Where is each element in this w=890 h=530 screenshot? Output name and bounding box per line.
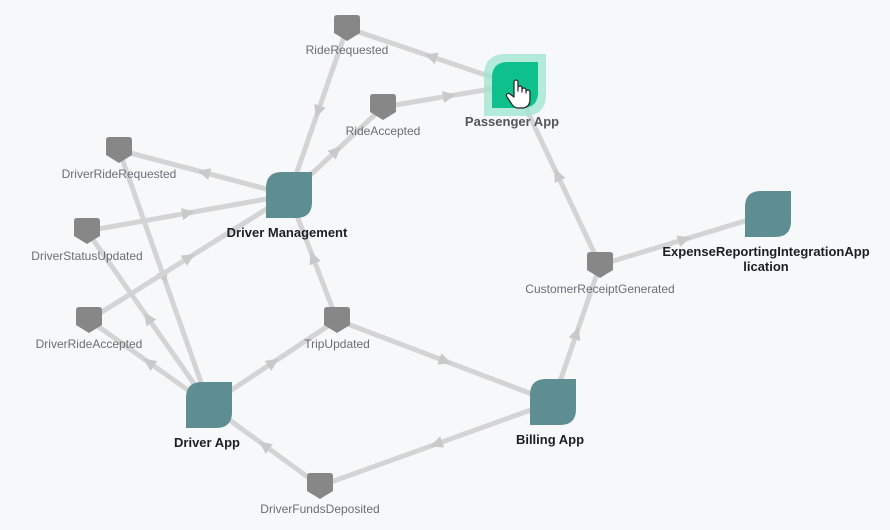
arrow-billing-app-to-customer-receipt-generated bbox=[568, 326, 581, 342]
arrow-ride-requested-to-driver-management bbox=[314, 103, 326, 119]
arrow-driver-management-to-ride-accepted bbox=[327, 146, 342, 160]
arrow-passenger-app-to-ride-requested bbox=[424, 52, 439, 65]
driver-app-app-node[interactable] bbox=[186, 382, 232, 428]
customer-receipt-generated-label: CustomerReceiptGenerated bbox=[525, 282, 675, 296]
driver-ride-accepted-event-node[interactable] bbox=[76, 307, 102, 333]
ride-requested-label: RideRequested bbox=[305, 43, 389, 57]
arrow-trip-updated-to-driver-management bbox=[309, 250, 321, 266]
trip-updated-event-node[interactable] bbox=[324, 307, 350, 333]
driver-ride-accepted-label: DriverRideAccepted bbox=[35, 337, 143, 351]
arrow-driver-management-to-driver-ride-requested bbox=[197, 168, 212, 180]
arrow-trip-updated-to-billing-app bbox=[437, 353, 452, 365]
arrow-driver-app-to-driver-status-updated bbox=[143, 312, 157, 327]
expense-reporting-label-line1: ExpenseReportingIntegrationApp bbox=[662, 244, 870, 259]
arrow-driver-app-to-trip-updated bbox=[264, 358, 279, 371]
arrow-customer-receipt-generated-to-passenger-app bbox=[554, 168, 566, 183]
driver-ride-requested-event-node[interactable] bbox=[106, 137, 132, 163]
hand-pointer-icon bbox=[505, 79, 531, 109]
driver-funds-deposited-label: DriverFundsDeposited bbox=[260, 502, 380, 516]
driver-app-label: Driver App bbox=[174, 435, 240, 450]
ride-accepted-event-node[interactable] bbox=[370, 94, 396, 120]
driver-funds-deposited-event-node[interactable] bbox=[307, 473, 333, 499]
ride-accepted-label: RideAccepted bbox=[345, 124, 421, 138]
billing-app-label: Billing App bbox=[515, 432, 585, 447]
arrow-driver-app-to-driver-ride-accepted bbox=[143, 358, 158, 371]
arrow-driver-funds-deposited-to-driver-app bbox=[258, 441, 273, 454]
expense-reporting-app-node[interactable] bbox=[745, 191, 791, 237]
driver-management-label: Driver Management bbox=[226, 225, 348, 240]
arrow-ride-accepted-to-passenger-app bbox=[442, 91, 456, 103]
billing-app-app-node[interactable] bbox=[530, 379, 576, 425]
arrow-driver-status-updated-to-driver-management bbox=[181, 208, 195, 220]
driver-status-updated-event-node[interactable] bbox=[74, 218, 100, 244]
customer-receipt-generated-event-node[interactable] bbox=[587, 252, 613, 278]
arrow-customer-receipt-generated-to-expense-reporting bbox=[676, 235, 691, 247]
ride-requested-event-node[interactable] bbox=[334, 15, 360, 41]
arrow-billing-app-to-driver-funds-deposited bbox=[429, 436, 445, 448]
driver-management-app-node[interactable] bbox=[266, 172, 312, 218]
driver-status-updated-label: DriverStatusUpdated bbox=[31, 249, 143, 263]
trip-updated-label: TripUpdated bbox=[304, 337, 370, 351]
passenger-app-label: Passenger App bbox=[464, 114, 560, 129]
arrow-driver-ride-accepted-to-driver-management bbox=[180, 253, 195, 266]
driver-ride-requested-label: DriverRideRequested bbox=[61, 167, 177, 181]
expense-reporting-label-line2: lication bbox=[743, 259, 789, 274]
